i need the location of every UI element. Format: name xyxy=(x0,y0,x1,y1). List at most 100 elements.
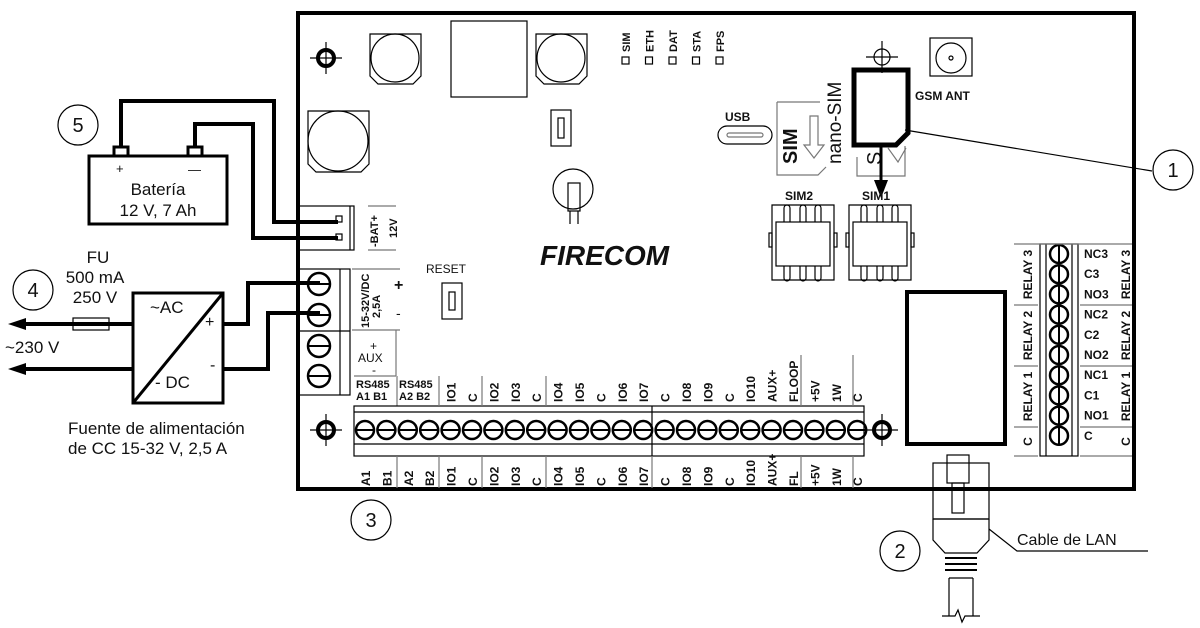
io-screw-15[interactable] xyxy=(654,419,675,441)
relay-pin-label: NO3 xyxy=(1084,287,1109,301)
io-screw-7[interactable] xyxy=(483,419,504,441)
io-screw-9[interactable] xyxy=(525,419,547,441)
relay-pin-label: C xyxy=(1084,429,1093,443)
relay-terminal-block[interactable] xyxy=(1039,243,1079,457)
terminal-bottom-label: IO4 xyxy=(552,466,566,486)
relay-screw-8[interactable] xyxy=(1048,385,1070,406)
brand-logo: FIRECOM xyxy=(540,240,670,271)
terminal-bottom-label: C xyxy=(851,477,865,486)
battery-plus-label: + xyxy=(116,161,124,176)
sim2-label: SIM2 xyxy=(785,189,813,203)
io-screw-1[interactable] xyxy=(354,419,376,441)
battery-title: Batería xyxy=(131,180,186,199)
buzzer xyxy=(552,168,594,224)
relay-screw-6[interactable] xyxy=(1048,344,1070,366)
relay-pin-label: NC3 xyxy=(1084,247,1108,261)
relay-screw-2[interactable] xyxy=(1048,263,1070,285)
relay-pin-label: NO2 xyxy=(1084,348,1109,362)
relay-pin-label: C1 xyxy=(1084,388,1100,402)
relay-screw-7[interactable] xyxy=(1048,364,1070,386)
callout-4: 4 xyxy=(12,269,54,311)
lan-connector[interactable] xyxy=(932,454,990,624)
fuse-symbol xyxy=(72,317,110,331)
io-screw-12[interactable] xyxy=(590,419,611,441)
bat-voltage-label: 12V xyxy=(388,218,400,238)
relay-left-group-label: RELAY 2 xyxy=(1021,310,1035,360)
relay-component xyxy=(905,290,1007,446)
battery-minus-wire xyxy=(193,122,338,240)
terminal-top-label: C xyxy=(723,393,737,402)
terminal-top-label: IO7 xyxy=(637,382,651,402)
bat-terminal-label: -BAT+ xyxy=(369,215,381,247)
battery-connector[interactable] xyxy=(297,205,355,251)
relay-screw-3[interactable] xyxy=(1048,284,1070,305)
aux-plus-label: + xyxy=(370,339,377,353)
io-screw-19[interactable] xyxy=(739,419,761,441)
rs485-a-label: RS485 A1 B1 xyxy=(356,379,390,403)
terminal-bottom-label: IO3 xyxy=(509,466,523,486)
sim-tray-label: SIM xyxy=(780,128,802,164)
io-screw-11[interactable] xyxy=(568,419,590,441)
terminal-bottom-label: IO1 xyxy=(445,466,459,486)
io-screw-17[interactable] xyxy=(697,419,718,441)
relay-pin-label: C3 xyxy=(1084,267,1100,281)
relay-screw-4[interactable] xyxy=(1048,304,1070,325)
aux-label: AUX xyxy=(358,351,383,365)
sim1-holder[interactable] xyxy=(845,204,915,282)
power-supply-unit xyxy=(131,291,225,405)
relay-pin-label: NC1 xyxy=(1084,368,1108,382)
io-screw-10[interactable] xyxy=(547,419,568,441)
aux-minus-label: - xyxy=(372,363,376,377)
io-screw-4[interactable] xyxy=(418,419,440,441)
io-screw-14[interactable] xyxy=(632,419,654,441)
relay-pin-label: C2 xyxy=(1084,328,1100,342)
power-screw-3[interactable] xyxy=(306,333,332,359)
terminal-top-label: 1W xyxy=(830,383,844,402)
terminal-top-label: IO9 xyxy=(701,382,715,402)
io-screw-16[interactable] xyxy=(675,419,697,441)
relay-screw-10[interactable] xyxy=(1048,425,1070,447)
usb-port[interactable] xyxy=(717,125,773,145)
io-terminal-strip[interactable] xyxy=(353,405,868,457)
io-screw-5[interactable] xyxy=(440,419,461,441)
power-terminal-block[interactable] xyxy=(297,268,351,396)
terminal-bottom-label: C xyxy=(723,477,737,486)
terminal-bottom-label: B1 xyxy=(380,470,394,486)
io-screw-3[interactable] xyxy=(397,419,419,441)
relay-screw-9[interactable] xyxy=(1048,405,1070,426)
io-screw-23[interactable] xyxy=(825,419,847,441)
mount-hole-bottom-right xyxy=(866,414,898,446)
usb-label: USB xyxy=(725,110,751,124)
io-screw-6[interactable] xyxy=(461,419,483,441)
io-screw-8[interactable] xyxy=(504,419,526,441)
io-screw-2[interactable] xyxy=(376,419,397,441)
io-screw-24[interactable] xyxy=(846,419,868,441)
io-screw-22[interactable] xyxy=(804,419,825,441)
io-screw-18[interactable] xyxy=(718,419,740,441)
terminal-top-label: C xyxy=(594,393,608,402)
relay-screw-1[interactable] xyxy=(1048,243,1070,265)
terminal-bottom-label: C xyxy=(530,477,544,486)
relay-screw-5[interactable] xyxy=(1048,324,1070,346)
gsm-antenna-connector[interactable] xyxy=(929,37,973,77)
power-screw-4[interactable] xyxy=(306,363,332,389)
sim2-holder[interactable] xyxy=(768,204,838,282)
terminal-top-label: IO6 xyxy=(616,382,630,402)
terminal-top-label: IO4 xyxy=(552,382,566,402)
psu-dc-label: - DC xyxy=(155,373,190,392)
psu-minus-label: - xyxy=(210,357,215,374)
io-screw-20[interactable] xyxy=(761,419,782,441)
io-screw-21[interactable] xyxy=(782,419,804,441)
terminal-bottom-label: A2 xyxy=(402,470,416,486)
relay-pin-label: NO1 xyxy=(1084,409,1109,423)
callout-2: 2 xyxy=(879,530,921,572)
reset-label: RESET xyxy=(426,262,467,276)
psu-plus-wire xyxy=(223,281,320,326)
reset-button[interactable] xyxy=(441,282,463,320)
terminal-top-label: IO2 xyxy=(487,382,501,402)
relay-right-group-label: RELAY 1 xyxy=(1119,371,1133,421)
board-outline xyxy=(296,11,1136,491)
nano-sim-label: nano-SIM xyxy=(825,82,846,164)
io-screw-13[interactable] xyxy=(611,419,633,441)
